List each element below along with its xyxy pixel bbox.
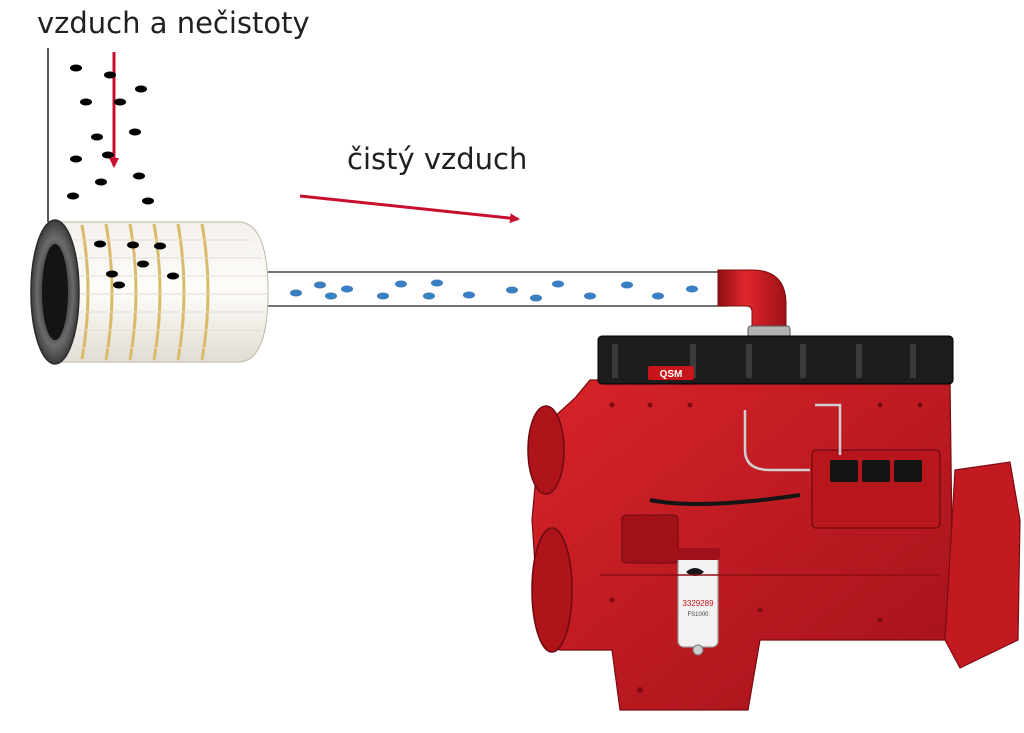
dirt-particle-icon <box>113 281 125 289</box>
clean-air-particle-icon <box>431 279 443 287</box>
dirt-particle-icon <box>114 98 126 106</box>
filter-inner-opening <box>42 244 68 340</box>
dirt-particle-icon <box>102 151 114 159</box>
valve-cover-ribs <box>612 344 916 378</box>
engine-block <box>531 379 953 711</box>
clean-air-particle-icon <box>506 286 518 294</box>
dirt-particle-icon <box>154 242 166 250</box>
clean-air-particle-icon <box>314 281 326 289</box>
dirt-particle-icon <box>142 197 154 205</box>
dirt-particle-icon <box>91 133 103 141</box>
clean-air-particle-icon <box>584 292 596 300</box>
clean-air-label: čistý vzduch <box>347 142 528 176</box>
engine-logo-plate <box>648 366 694 380</box>
dirt-particle-icon <box>94 240 106 248</box>
dirt-particle-icon <box>129 128 141 136</box>
flywheel-housing <box>944 461 1021 669</box>
fuel-line <box>743 410 810 472</box>
dirt-particle-icon <box>70 155 82 163</box>
clean-air-particle-icon <box>530 294 542 302</box>
drain-valve <box>692 644 704 656</box>
engine-logo: QSM <box>660 369 683 380</box>
fuel-hose <box>649 493 801 506</box>
fuel-filter-head <box>676 548 720 560</box>
clean-air-particles <box>290 279 698 302</box>
clean-air-particle-icon <box>423 292 435 300</box>
clean-air-particle-icon <box>552 280 564 288</box>
dirt-particle-icon <box>67 192 79 200</box>
dirt-particle-icon <box>137 260 149 268</box>
clean-air-particle-icon <box>463 291 475 299</box>
engine: QSM 3329289 FS1000 <box>527 335 1021 711</box>
dirt-particle-icon <box>70 64 82 72</box>
cummins-logo-icon <box>686 568 704 576</box>
clean-air-particle-icon <box>290 289 302 297</box>
intake-elbow <box>717 269 791 341</box>
dirt-particles <box>67 64 154 205</box>
dirt-particle-icon <box>167 272 179 280</box>
dirt-particle-icon <box>127 241 139 249</box>
filter-pleats <box>60 239 267 349</box>
dirty-air-label: vzduch a nečistoty <box>37 6 310 40</box>
ecm-connectors <box>830 460 922 482</box>
air-filter <box>30 219 269 365</box>
clean-air-particle-icon <box>325 292 337 300</box>
intake-pipe <box>262 271 727 307</box>
trapped-dirt <box>94 240 179 289</box>
dirt-particle-icon <box>106 270 118 278</box>
clean-air-particle-icon <box>652 292 664 300</box>
dirt-particle-icon <box>135 85 147 93</box>
front-pulley <box>527 405 565 495</box>
dirt-particle-icon <box>80 98 92 106</box>
dirt-particle-icon <box>95 178 107 186</box>
fuel-filter-model: FS1000 <box>687 612 709 618</box>
lower-pulley <box>531 527 573 653</box>
fuel-line-2 <box>815 403 842 455</box>
dirt-particle-icon <box>104 71 116 79</box>
clean-air-particle-icon <box>341 285 353 293</box>
clean-air-particle-icon <box>395 280 407 288</box>
engine-bolts <box>609 402 923 693</box>
clean-air-particle-icon <box>686 285 698 293</box>
dirt-particle-icon <box>133 172 145 180</box>
clean-air-particle-icon <box>377 292 389 300</box>
fuel-pump <box>621 514 679 564</box>
clean-air-particle-icon <box>621 281 633 289</box>
fuel-filter-part-number: 3329289 <box>682 599 714 608</box>
clean-air-arrow <box>299 194 520 224</box>
